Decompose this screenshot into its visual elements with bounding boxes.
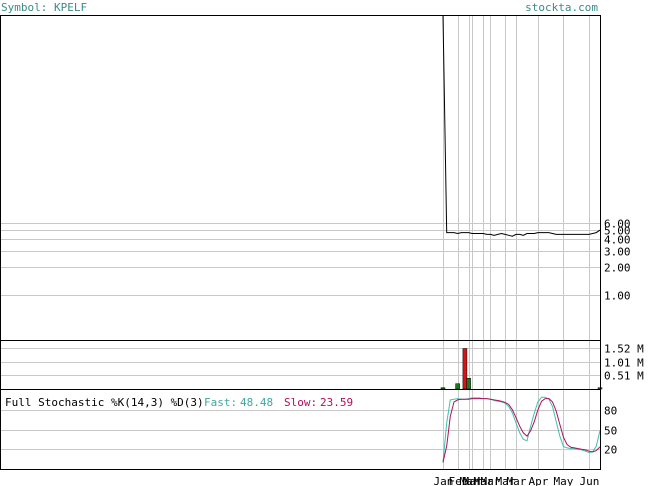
site-label[interactable]: stockta.com	[525, 1, 598, 14]
price-grid	[1, 223, 600, 296]
date-tick-label: Jan	[434, 475, 454, 486]
date-tick-label: Mar	[496, 475, 516, 486]
volume-bar	[466, 378, 471, 390]
date-tick-label: Mar	[481, 475, 501, 486]
price-tick-label: 3.00	[604, 246, 631, 259]
price-tick-label: 6.00	[604, 218, 631, 231]
price-tick-label: 4.00	[604, 234, 631, 247]
date-tick-label: Mar	[507, 475, 527, 486]
stochastic-axis-labels: 20 50 80	[604, 405, 617, 457]
date-tick-label: Feb	[449, 475, 469, 486]
stochastic-grid	[1, 410, 600, 450]
slow-stochastic-line	[442, 398, 601, 463]
price-tick-label: 2.00	[604, 262, 631, 275]
volume-grid	[1, 348, 600, 376]
date-tick-label: Jun	[580, 475, 600, 486]
volume-bar	[440, 387, 446, 390]
stochastic-tick-label: 80	[604, 405, 617, 418]
date-gridlines	[443, 16, 590, 470]
volume-axis-labels: 0.51 M1.01 M1.52 M	[604, 343, 644, 383]
slow-label: Slow:	[284, 396, 317, 409]
stochastic-panel-frame	[0, 389, 601, 470]
stochastic-title: Full Stochastic %K(14,3) %D(3)	[5, 396, 204, 409]
volume-tick-label: 1.52 M	[604, 343, 644, 356]
date-tick-label: May	[554, 475, 574, 486]
date-tick-label: Mar	[463, 475, 483, 486]
volume-bar	[455, 383, 460, 390]
price-tick-label: 1.00	[604, 290, 631, 303]
date-tick-label: Mar	[460, 475, 480, 486]
price-line	[442, 15, 601, 237]
volume-tick-label: 0.51 M	[604, 370, 644, 383]
symbol-label: Symbol: KPELF	[1, 1, 87, 14]
stochastic-tick-label: 50	[604, 425, 617, 438]
volume-bar	[462, 348, 468, 390]
price-tick-label: 5.00	[604, 225, 631, 238]
date-tick-label: Mar	[474, 475, 494, 486]
date-tick-label: Apr	[529, 475, 549, 486]
stochastic-tick-label: 20	[604, 444, 617, 457]
fast-label: Fast:	[204, 396, 237, 409]
volume-tick-label: 1.01 M	[604, 357, 644, 370]
slow-value: 23.59	[320, 396, 353, 409]
price-axis-labels: 1.00 2.00 3.004.005.006.00	[604, 218, 631, 303]
fast-stochastic-line	[442, 396, 601, 463]
fast-value: 48.48	[240, 396, 273, 409]
